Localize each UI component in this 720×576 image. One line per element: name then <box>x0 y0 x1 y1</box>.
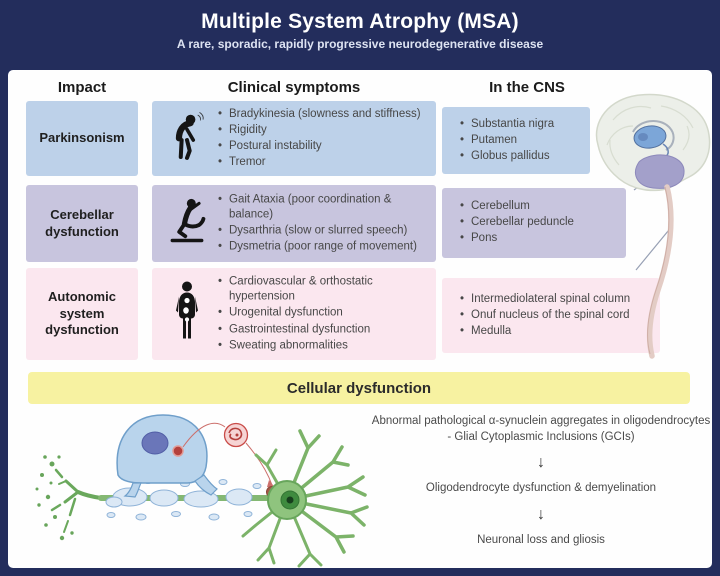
degenerating-axon-terminal <box>50 468 103 533</box>
cns-item: Cerebellum <box>458 199 620 214</box>
cns-item: Cerebellar peduncle <box>458 215 620 230</box>
cns-box-cerebellar: Cerebellum Cerebellar peduncle Pons <box>442 188 626 258</box>
impact-box-autonomic: Autonomic system dysfunction <box>26 268 138 360</box>
terminal-fragments <box>35 455 74 541</box>
down-arrow-icon: ↓ <box>537 505 545 523</box>
cerebellum-shape <box>635 154 685 189</box>
column-header-symptoms: Clinical symptoms <box>227 79 361 96</box>
symptoms-box-parkinsonism: Bradykinesia (slowness and stiffness) Ri… <box>152 101 436 176</box>
basal-ganglia <box>633 125 669 158</box>
cns-item: Medulla <box>458 324 654 339</box>
symptom-item: Rigidity <box>216 123 428 138</box>
impact-label: Autonomic system dysfunction <box>45 288 119 338</box>
cns-box-autonomic: Intermediolateral spinal column Onuf nuc… <box>442 278 660 353</box>
neuron-oligodendrocyte-illustration <box>35 414 369 568</box>
cellular-cascade: Abnormal pathological α-synuclein aggreg… <box>370 414 712 548</box>
symptom-item: Dysarthria (slow or slurred speech) <box>216 224 428 239</box>
cascade-step-3: Neuronal loss and gliosis <box>477 533 605 546</box>
cns-item: Onuf nucleus of the spinal cord <box>458 308 654 323</box>
brain-spinal-cord-illustration <box>595 93 711 359</box>
cns-item: Substantia nigra <box>458 117 584 132</box>
symptom-item: Gastrointestinal dysfunction <box>216 322 428 337</box>
inclusion-callout <box>182 422 278 498</box>
symptom-item: Sweating abnormalities <box>216 338 428 353</box>
banner-label: Cellular dysfunction <box>286 379 432 397</box>
symptom-item: Tremor <box>216 155 428 170</box>
column-header-cns: In the CNS <box>489 79 565 96</box>
cns-list: Substantia nigra Putamen Globus pallidus <box>458 116 584 166</box>
cns-list: Intermediolateral spinal column Onuf nuc… <box>458 291 654 341</box>
symptoms-list: Gait Ataxia (poor coordination & balance… <box>216 191 428 256</box>
symptoms-box-cerebellar: Gait Ataxia (poor coordination & balance… <box>152 185 436 262</box>
oligodendrocyte <box>116 414 218 498</box>
cns-item: Putamen <box>458 133 584 148</box>
page-title: Multiple System Atrophy (MSA) <box>201 10 519 33</box>
cns-list: Cerebellum Cerebellar peduncle Pons <box>458 198 620 248</box>
corpus-callosum-swirl <box>632 120 675 151</box>
header: Multiple System Atrophy (MSA) A rare, sp… <box>0 0 720 70</box>
page-subtitle: A rare, sporadic, rapidly progressive ne… <box>176 37 544 51</box>
glial-inclusion <box>172 445 184 457</box>
cns-item: Globus pallidus <box>458 149 584 164</box>
spinal-cord <box>646 184 674 359</box>
content-panel: Impact Clinical symptoms In the CNS Park… <box>8 70 712 568</box>
cascade-step-2: Oligodendrocyte dysfunction & demyelinat… <box>425 482 657 495</box>
symptom-item: Gait Ataxia (poor coordination & balance… <box>216 192 428 222</box>
neuron-soma <box>267 480 307 520</box>
impact-label: Parkinsonism <box>39 130 125 146</box>
falling-person-icon <box>164 196 210 251</box>
cns-item: Intermediolateral spinal column <box>458 292 654 307</box>
cns-item: Pons <box>458 232 620 247</box>
impact-box-parkinsonism: Parkinsonism <box>26 101 138 176</box>
symptoms-list: Cardiovascular & orthostatic hypertensio… <box>216 274 428 355</box>
symptom-item: Postural instability <box>216 139 428 154</box>
symptoms-box-autonomic: Cardiovascular & orthostatic hypertensio… <box>152 268 436 360</box>
impact-label: Cerebellar dysfunction <box>45 206 119 239</box>
down-arrow-icon: ↓ <box>537 454 545 472</box>
stooped-person-icon <box>164 111 210 166</box>
gyri-lines <box>606 105 694 166</box>
column-header-impact: Impact <box>57 79 107 96</box>
symptoms-list: Bradykinesia (slowness and stiffness) Ri… <box>216 106 428 172</box>
symptom-item: Urogenital dysfunction <box>216 306 428 321</box>
human-body-icon <box>164 280 210 349</box>
cellular-dysfunction-banner: Cellular dysfunction <box>28 372 690 404</box>
symptom-item: Dysmetria (poor range of movement) <box>216 240 428 255</box>
oligodendrocyte-nucleus <box>141 431 169 455</box>
symptom-item: Bradykinesia (slowness and stiffness) <box>216 107 428 122</box>
cns-box-parkinsonism: Substantia nigra Putamen Globus pallidus <box>442 107 590 174</box>
impact-box-cerebellar: Cerebellar dysfunction <box>26 185 138 262</box>
cascade-step-1: Abnormal pathological α-synuclein aggreg… <box>371 415 711 443</box>
symptom-item: Cardiovascular & orthostatic hypertensio… <box>216 275 428 305</box>
